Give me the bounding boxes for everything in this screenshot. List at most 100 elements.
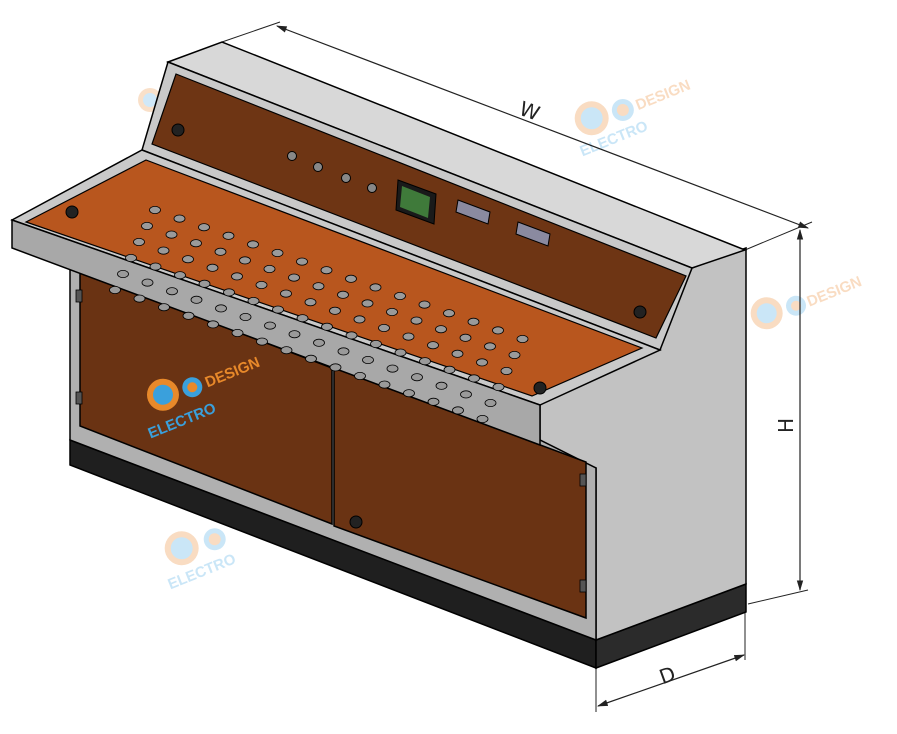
button-hole[interactable]: [223, 288, 235, 297]
button-hole[interactable]: [231, 272, 243, 281]
button-hole[interactable]: [418, 300, 431, 309]
button-hole[interactable]: [272, 305, 284, 314]
indicator-light[interactable]: [287, 151, 297, 161]
button-hole[interactable]: [117, 269, 129, 278]
button-hole[interactable]: [141, 221, 153, 230]
button-hole[interactable]: [459, 333, 472, 342]
button-hole[interactable]: [443, 365, 456, 374]
button-hole[interactable]: [500, 366, 513, 375]
indicator-light[interactable]: [341, 173, 351, 183]
button-hole[interactable]: [476, 358, 488, 367]
button-hole[interactable]: [182, 311, 195, 320]
button-hole[interactable]: [378, 323, 390, 332]
button-hole[interactable]: [508, 350, 521, 359]
button-hole[interactable]: [320, 266, 333, 275]
button-hole[interactable]: [321, 322, 333, 331]
button-hole[interactable]: [173, 214, 186, 223]
button-hole[interactable]: [419, 357, 431, 366]
button-hole[interactable]: [255, 280, 268, 289]
button-hole[interactable]: [427, 397, 440, 406]
button-hole[interactable]: [410, 316, 423, 325]
button-hole[interactable]: [313, 338, 325, 347]
button-hole[interactable]: [133, 237, 145, 246]
button-hole[interactable]: [516, 334, 529, 343]
button-hole[interactable]: [353, 315, 366, 324]
indicator-light[interactable]: [313, 162, 323, 172]
button-hole[interactable]: [157, 246, 170, 255]
button-hole[interactable]: [354, 371, 366, 380]
button-hole[interactable]: [460, 390, 472, 399]
button-hole[interactable]: [109, 285, 121, 294]
button-hole[interactable]: [476, 414, 489, 423]
button-hole[interactable]: [484, 398, 497, 407]
button-hole[interactable]: [361, 299, 374, 308]
button-hole[interactable]: [125, 253, 137, 262]
button-hole[interactable]: [451, 349, 464, 358]
button-hole[interactable]: [158, 303, 170, 312]
button-hole[interactable]: [239, 256, 251, 265]
button-hole[interactable]: [394, 291, 406, 300]
button-hole[interactable]: [369, 283, 382, 292]
button-hole[interactable]: [149, 205, 161, 214]
button-hole[interactable]: [492, 326, 504, 335]
button-hole[interactable]: [403, 389, 415, 398]
button-hole[interactable]: [427, 341, 439, 350]
button-hole[interactable]: [198, 279, 211, 288]
button-hole[interactable]: [386, 307, 398, 316]
button-hole[interactable]: [443, 309, 455, 318]
button-hole[interactable]: [247, 240, 259, 249]
button-hole[interactable]: [345, 331, 358, 340]
button-hole[interactable]: [484, 342, 496, 351]
button-hole[interactable]: [402, 332, 415, 341]
button-hole[interactable]: [190, 239, 202, 248]
button-hole[interactable]: [386, 364, 399, 373]
button-hole[interactable]: [492, 382, 505, 391]
button-hole[interactable]: [214, 247, 227, 256]
button-hole[interactable]: [231, 328, 244, 337]
button-hole[interactable]: [370, 339, 382, 348]
button-hole[interactable]: [452, 406, 464, 415]
button-hole[interactable]: [337, 290, 349, 299]
button-hole[interactable]: [239, 312, 252, 321]
button-hole[interactable]: [174, 271, 186, 280]
button-hole[interactable]: [467, 317, 480, 326]
button-hole[interactable]: [165, 230, 178, 239]
button-hole[interactable]: [198, 223, 210, 232]
button-hole[interactable]: [206, 263, 219, 272]
button-hole[interactable]: [207, 320, 219, 329]
button-hole[interactable]: [256, 337, 268, 346]
button-hole[interactable]: [435, 325, 447, 334]
button-hole[interactable]: [304, 298, 317, 307]
button-hole[interactable]: [280, 346, 293, 355]
button-hole[interactable]: [271, 248, 284, 257]
button-hole[interactable]: [312, 282, 325, 291]
button-hole[interactable]: [329, 363, 342, 372]
button-hole[interactable]: [296, 257, 308, 266]
button-hole[interactable]: [215, 304, 227, 313]
button-hole[interactable]: [378, 380, 391, 389]
button-hole[interactable]: [337, 347, 350, 356]
button-hole[interactable]: [296, 314, 309, 323]
digital-display[interactable]: [395, 179, 437, 225]
button-hole[interactable]: [264, 321, 276, 330]
button-hole[interactable]: [166, 287, 178, 296]
button-hole[interactable]: [141, 278, 154, 287]
button-hole[interactable]: [280, 289, 292, 298]
button-hole[interactable]: [411, 373, 423, 382]
button-hole[interactable]: [288, 273, 300, 282]
button-hole[interactable]: [305, 354, 317, 363]
button-hole[interactable]: [345, 274, 357, 283]
button-hole[interactable]: [362, 355, 374, 364]
button-hole[interactable]: [263, 264, 276, 273]
button-hole[interactable]: [190, 295, 203, 304]
button-hole[interactable]: [133, 294, 146, 303]
button-hole[interactable]: [288, 330, 301, 339]
button-hole[interactable]: [435, 381, 448, 390]
button-hole[interactable]: [468, 374, 480, 383]
button-hole[interactable]: [247, 296, 260, 305]
button-hole[interactable]: [394, 348, 407, 357]
button-hole[interactable]: [182, 255, 194, 264]
button-hole[interactable]: [149, 262, 162, 271]
indicator-light[interactable]: [367, 183, 377, 193]
button-hole[interactable]: [329, 306, 341, 315]
